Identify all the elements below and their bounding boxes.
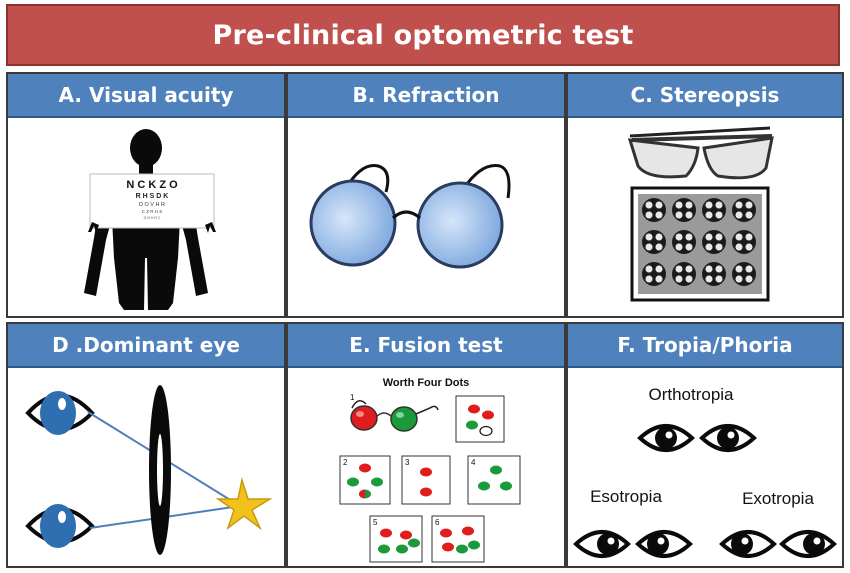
label-esotropia: Esotropia [590, 487, 662, 506]
panel-header-fusion-test: E. Fusion test [288, 324, 564, 368]
eye-icon [779, 530, 837, 558]
worth-dot-card [455, 395, 505, 443]
eye-chart: N C K Z O R H S D K D O V H R C Z R H S … [88, 173, 216, 233]
fusion-dot [359, 463, 371, 473]
fusion-dot [378, 544, 390, 554]
eye-chart-row-2: R H S D K [136, 193, 169, 200]
card-number-5: 5 [373, 518, 378, 527]
dominant-eye-illustration [8, 368, 284, 566]
fusion-dot [440, 528, 452, 538]
card-number-3: 3 [405, 458, 410, 467]
panel-header-dominant-eye: D .Dominant eye [8, 324, 284, 368]
fusion-dot [466, 420, 478, 430]
eyeglasses-icon [309, 163, 511, 269]
eye-chart-row-4: C Z R H S [142, 209, 163, 214]
fusion-dot [347, 477, 359, 487]
eye-icon [635, 530, 693, 558]
fusion-dot [442, 542, 454, 552]
upper-eye-icon [25, 391, 95, 435]
fusion-dot [482, 410, 494, 420]
fusion-dot [478, 481, 490, 491]
worth-dot-card: 3 [401, 455, 451, 505]
fusion-dot [371, 477, 383, 487]
fusion-dot [462, 526, 474, 536]
panel-label-fusion-test: E. Fusion test [349, 333, 503, 357]
stereo-dot-cluster [672, 262, 696, 286]
stereo-dot-cluster [702, 230, 726, 254]
eye-icon [719, 530, 777, 558]
hands-icon [88, 222, 216, 233]
panel-header-visual-acuity: A. Visual acuity [8, 74, 284, 118]
eye-icon [637, 424, 695, 452]
lower-eye-icon [25, 504, 95, 548]
panel-stereopsis: C. Stereopsis [566, 72, 844, 318]
polarized-glasses-icon [627, 126, 774, 180]
panel-label-refraction: B. Refraction [352, 83, 500, 107]
label-exotropia: Exotropia [742, 489, 814, 508]
stereo-dot-cluster [642, 230, 666, 254]
worth-dot-card: 5 [369, 515, 423, 563]
card-number-4: 4 [471, 458, 476, 467]
worth-dot-card: 6 [431, 515, 485, 563]
fusion-dot [359, 489, 365, 499]
worth-four-dots-title: Worth Four Dots [383, 377, 470, 389]
fusion-dot [420, 467, 432, 477]
panel-tropia-phoria: F. Tropia/Phoria Orthotropia Esotropia E… [566, 322, 844, 568]
stereo-dot-cluster [672, 230, 696, 254]
fusion-dot [468, 540, 480, 550]
eye-icon [573, 530, 631, 558]
stereo-dot-cluster [732, 230, 756, 254]
panel-label-stereopsis: C. Stereopsis [630, 83, 780, 107]
panel-label-tropia-phoria: F. Tropia/Phoria [617, 333, 793, 357]
panel-label-dominant-eye: D .Dominant eye [52, 333, 240, 357]
eye-chart-row-5: O N H R C [144, 216, 161, 220]
card-number-6: 6 [435, 518, 440, 527]
panel-header-tropia-phoria: F. Tropia/Phoria [568, 324, 842, 368]
fusion-dot [490, 465, 502, 475]
refraction-illustration [288, 118, 564, 316]
stereo-dot-cluster [702, 198, 726, 222]
panel-visual-acuity: A. Visual acuity N C K Z O R H S D K D O… [6, 72, 286, 318]
star-icon [215, 477, 273, 531]
stereo-dot-cluster [642, 198, 666, 222]
stereo-dot-cluster [642, 262, 666, 286]
fusion-dot [420, 487, 432, 497]
aperture-hole [157, 434, 163, 506]
panel-header-stereopsis: C. Stereopsis [568, 74, 842, 118]
page-title: Pre-clinical optometric test [212, 19, 634, 51]
fusion-dot [396, 544, 408, 554]
red-green-glasses-icon: 1 [350, 393, 439, 432]
fusion-test-illustration: Worth Four Dots 1 2 3 4 5 6 [288, 368, 564, 566]
worth-dot-card: 4 [467, 455, 521, 505]
card-number-1: 1 [350, 393, 355, 402]
fusion-dot [468, 404, 480, 414]
stereo-dot-cluster [702, 262, 726, 286]
eye-chart-row-1: N C K Z O [126, 179, 178, 191]
stereo-dot-cluster [672, 198, 696, 222]
visual-acuity-illustration: N C K Z O R H S D K D O V H R C Z R H S … [8, 118, 284, 316]
eye-icon [699, 424, 757, 452]
fusion-dot [479, 425, 493, 437]
panel-label-visual-acuity: A. Visual acuity [58, 83, 234, 107]
fusion-dot [400, 530, 412, 540]
panel-dominant-eye: D .Dominant eye [6, 322, 286, 568]
tropia-phoria-illustration: Orthotropia Esotropia Exotropia [568, 368, 842, 566]
stereo-dot-cluster [732, 262, 756, 286]
card-number-2: 2 [343, 458, 348, 467]
eye-chart-row-3: D O V H R [139, 202, 165, 208]
fusion-dot [456, 544, 468, 554]
stereo-dot-cluster [732, 198, 756, 222]
panel-refraction: B. Refraction [286, 72, 566, 318]
fusion-dot [500, 481, 512, 491]
label-orthotropia: Orthotropia [648, 385, 734, 404]
worth-dot-card: 2 [339, 455, 391, 505]
stereo-test-card [630, 186, 770, 302]
fusion-dot [380, 528, 392, 538]
title-banner: Pre-clinical optometric test [6, 4, 840, 66]
panel-header-refraction: B. Refraction [288, 74, 564, 118]
panel-fusion-test: E. Fusion test Worth Four Dots 1 2 3 4 5 6 [286, 322, 566, 568]
stereopsis-illustration [568, 118, 842, 316]
fusion-dot [408, 538, 420, 548]
